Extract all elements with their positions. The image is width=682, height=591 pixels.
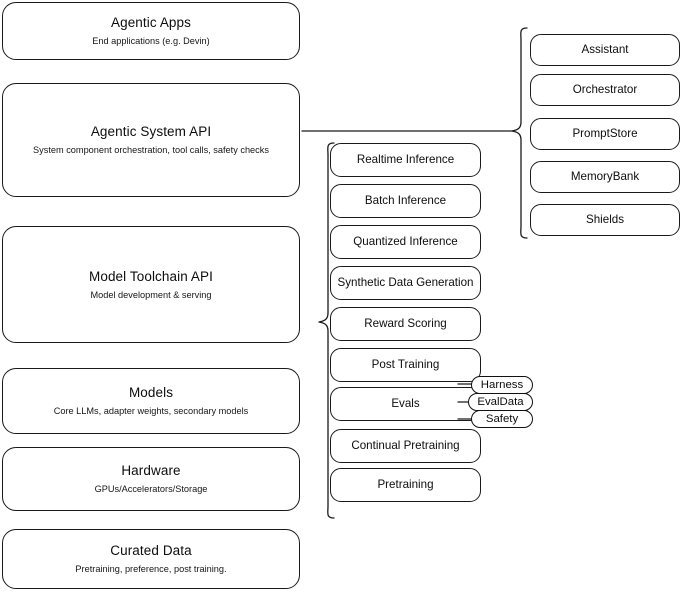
- eval-badge-harness[interactable]: Harness: [471, 376, 533, 394]
- item-label: MemoryBank: [570, 170, 640, 183]
- toolchain-item-continual-pretraining[interactable]: Continual Pretraining: [330, 429, 481, 463]
- layer-model-toolchain-api[interactable]: Model Toolchain API Model development & …: [2, 226, 300, 343]
- layer-title: Models: [128, 385, 174, 400]
- eval-badge-evaldata[interactable]: EvalData: [468, 393, 533, 411]
- layer-subtitle: Core LLMs, adapter weights, secondary mo…: [53, 406, 249, 416]
- item-label: Pretraining: [377, 478, 434, 491]
- brace-system-components: [511, 27, 528, 239]
- toolchain-item-reward-scoring[interactable]: Reward Scoring: [330, 307, 481, 341]
- toolchain-item-realtime-inference[interactable]: Realtime Inference: [330, 143, 481, 177]
- eval-badge-safety[interactable]: Safety: [471, 410, 533, 428]
- layer-title: Hardware: [121, 463, 181, 478]
- system-item-shields[interactable]: Shields: [530, 204, 680, 236]
- layer-title: Curated Data: [110, 543, 192, 558]
- pill-label: Safety: [485, 412, 519, 425]
- item-label: Realtime Inference: [356, 153, 455, 166]
- toolchain-item-quantized-inference[interactable]: Quantized Inference: [330, 225, 481, 259]
- item-label: PromptStore: [572, 127, 638, 140]
- item-label: Evals: [391, 397, 420, 410]
- item-label: Reward Scoring: [364, 317, 447, 330]
- layer-agentic-system-api[interactable]: Agentic System API System component orch…: [2, 83, 300, 197]
- layer-subtitle: GPUs/Accelerators/Storage: [94, 484, 208, 494]
- item-label: Orchestrator: [572, 83, 638, 96]
- toolchain-item-post-training[interactable]: Post Training: [330, 348, 481, 382]
- item-label: Assistant: [581, 43, 629, 56]
- layer-title: Agentic System API: [90, 124, 212, 139]
- layer-subtitle: End applications (e.g. Devin): [92, 36, 210, 46]
- item-label: Post Training: [371, 358, 440, 371]
- toolchain-item-evals[interactable]: Evals: [330, 387, 481, 421]
- toolchain-item-pretraining[interactable]: Pretraining: [330, 468, 481, 502]
- item-label: Batch Inference: [364, 194, 447, 207]
- layer-curated-data[interactable]: Curated Data Pretraining, preference, po…: [2, 529, 300, 589]
- item-label: Shields: [585, 213, 625, 226]
- item-label: Quantized Inference: [353, 235, 458, 248]
- layer-title: Agentic Apps: [110, 15, 191, 30]
- toolchain-item-synthetic-data-generation[interactable]: Synthetic Data Generation: [330, 266, 481, 300]
- system-item-memorybank[interactable]: MemoryBank: [530, 161, 680, 193]
- toolchain-item-batch-inference[interactable]: Batch Inference: [330, 184, 481, 218]
- layer-title: Model Toolchain API: [89, 268, 213, 284]
- layer-subtitle: System component orchestration, tool cal…: [33, 145, 269, 155]
- pill-label: EvalData: [477, 395, 524, 408]
- item-label: Continual Pretraining: [351, 439, 460, 452]
- item-label: Synthetic Data Generation: [337, 276, 474, 289]
- system-item-promptstore[interactable]: PromptStore: [530, 118, 680, 150]
- pill-label: Harness: [480, 378, 524, 391]
- layer-models[interactable]: Models Core LLMs, adapter weights, secon…: [2, 368, 300, 434]
- layer-hardware[interactable]: Hardware GPUs/Accelerators/Storage: [2, 447, 300, 511]
- layer-subtitle: Pretraining, preference, post training.: [75, 564, 227, 574]
- layer-agentic-apps[interactable]: Agentic Apps End applications (e.g. Devi…: [2, 2, 300, 60]
- system-item-orchestrator[interactable]: Orchestrator: [530, 74, 680, 106]
- layer-subtitle: Model development & serving: [90, 289, 212, 300]
- system-item-assistant[interactable]: Assistant: [530, 34, 680, 66]
